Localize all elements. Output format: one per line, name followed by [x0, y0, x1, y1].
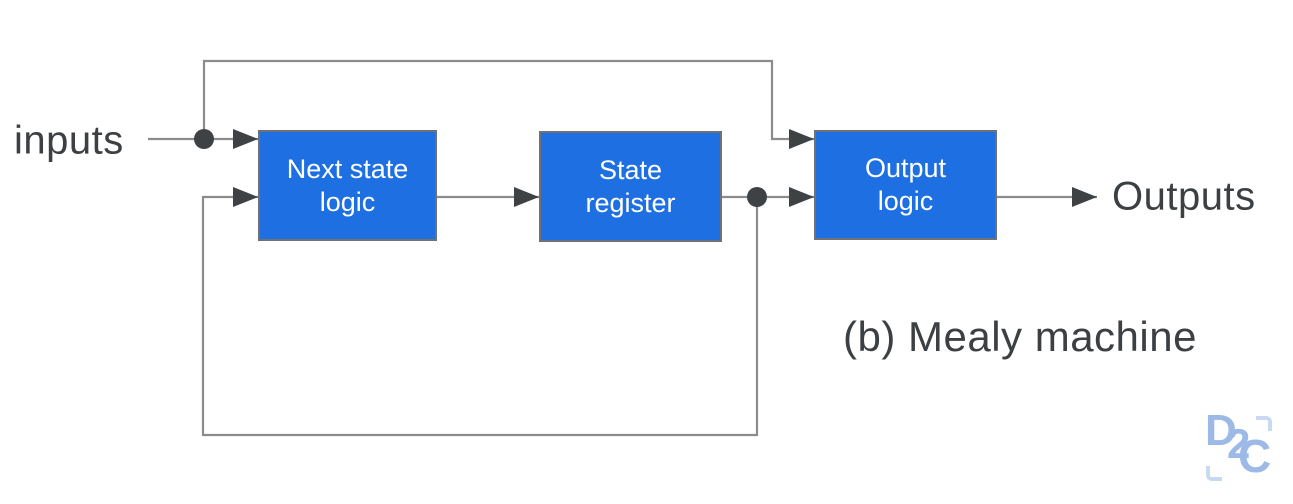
figure-caption: (b) Mealy machine [843, 313, 1197, 360]
logo-letter-d: D [1205, 406, 1237, 455]
outputs-label: Outputs [1112, 174, 1256, 219]
block-next-state-logic: Next state logic [258, 130, 437, 241]
logo-frame-corner-icon [1256, 416, 1272, 431]
block-output-logic: Output logic [814, 130, 997, 240]
wire-inputs-to-output-logic-feedforward [202, 59, 814, 149]
junction-dot-state [747, 187, 767, 207]
logo-letter-2: 2 [1227, 420, 1251, 467]
logo-frame-corner-icon [1206, 466, 1222, 481]
inputs-label: inputs [14, 118, 124, 163]
logo-letter-c: C [1238, 430, 1272, 482]
wire-state-feedback [201, 187, 759, 437]
junction-dot-inputs [194, 129, 214, 149]
block-state-register: State register [539, 131, 722, 242]
d2c-logo: D 2 C [1193, 403, 1289, 499]
